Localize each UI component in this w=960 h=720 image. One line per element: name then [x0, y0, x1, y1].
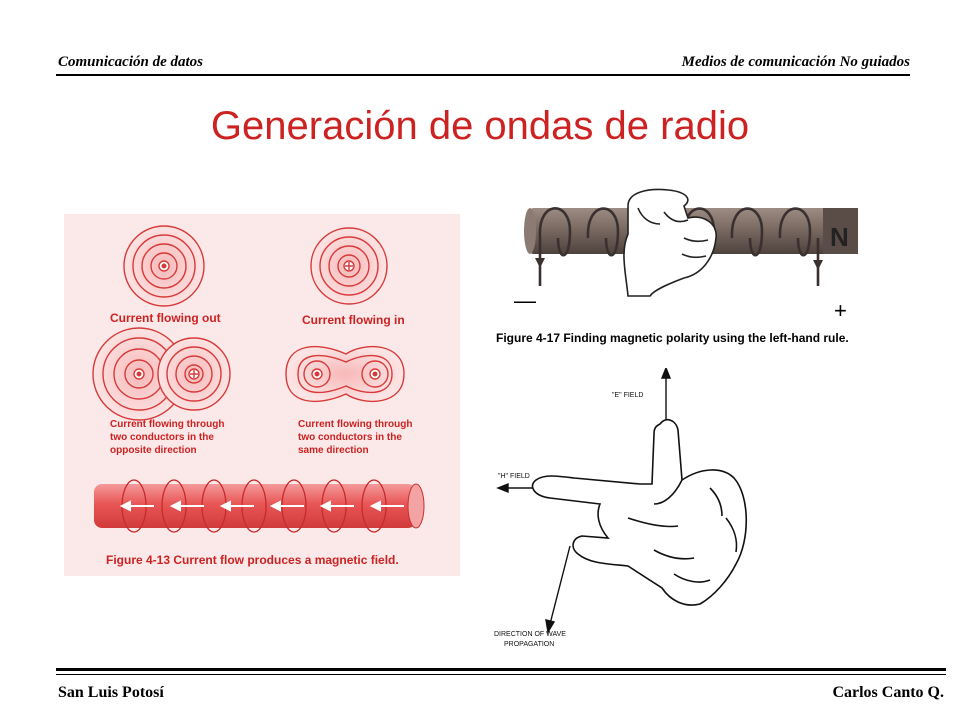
svg-text:DIRECTION OF WAVE: DIRECTION OF WAVE — [494, 631, 566, 638]
figure-4-13: Current flowing out Current flowing in C… — [64, 214, 460, 576]
footer-rule — [56, 668, 946, 671]
footer-rule-thin — [56, 674, 946, 675]
field-in — [310, 227, 388, 305]
svg-text:two conductors in the: two conductors in the — [298, 432, 402, 443]
svg-text:two conductors in the: two conductors in the — [110, 432, 214, 443]
current-arrow-down-icon — [813, 260, 823, 270]
svg-text:same direction: same direction — [298, 445, 369, 456]
label-same-direction: Current flowing through two conductors i… — [298, 419, 412, 456]
svg-text:PROPAGATION: PROPAGATION — [504, 641, 554, 648]
wave-propagation-hand-rule: "E" FIELD "H" FIELD DIRECTION OF WAVE PR… — [494, 368, 748, 648]
propagation-vector — [545, 545, 571, 634]
terminal-minus: — — [514, 288, 536, 313]
terminal-plus: + — [834, 298, 847, 323]
field-opposite — [92, 327, 231, 421]
h-field-label: "H" FIELD — [498, 473, 530, 480]
field-same — [285, 345, 405, 403]
footer-location: San Luis Potosí — [58, 684, 164, 701]
propagation-label: DIRECTION OF WAVE PROPAGATION — [494, 631, 566, 648]
figure-4-17: N — + Figure 4-17 Finding magnetic polar… — [496, 178, 882, 345]
svg-text:Current flowing through: Current flowing through — [298, 419, 412, 430]
field-out — [123, 225, 205, 307]
label-opposite-direction: Current flowing through two conductors i… — [110, 419, 224, 456]
current-arrow-up-icon — [535, 258, 545, 268]
caption-figure-4-17: Figure 4-17 Finding magnetic polarity us… — [496, 331, 849, 345]
slide-title: Generación de ondas de radio — [210, 104, 750, 148]
label-current-out: Current flowing out — [110, 311, 221, 325]
hand-drawing — [531, 418, 748, 606]
label-current-in: Current flowing in — [302, 313, 405, 327]
svg-text:Current flowing through: Current flowing through — [110, 419, 224, 430]
pole-north-label: N — [830, 222, 849, 252]
left-hand-drawing — [623, 188, 717, 297]
conductor-cylinder — [94, 479, 425, 533]
header-course: Comunicación de datos — [58, 54, 204, 70]
footer-author: Carlos Canto Q. — [832, 684, 944, 701]
caption-figure-4-13: Figure 4-13 Current flow produces a magn… — [106, 553, 399, 567]
header-topic: Medios de comunicación No guiados — [681, 54, 910, 70]
e-field-label: "E" FIELD — [612, 392, 643, 399]
svg-text:opposite direction: opposite direction — [110, 445, 197, 456]
header-rule — [56, 74, 910, 76]
